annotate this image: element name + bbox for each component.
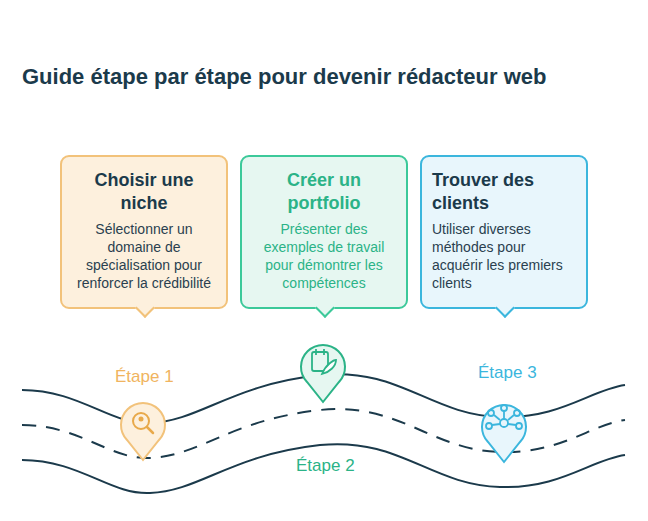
step-label: Étape 2: [296, 456, 355, 476]
callout-heading: Choisir une niche: [72, 169, 216, 216]
step-callout-box: Choisir une nicheSélectionner un domaine…: [60, 155, 228, 309]
callout-heading: Trouver des clients: [432, 169, 576, 216]
callout-pointer: [135, 298, 155, 318]
callout-pointer: [495, 298, 515, 318]
step-callout-box: Trouver des clientsUtiliser diverses mét…: [420, 155, 588, 309]
callout-body: Sélectionner un domaine de spécialisatio…: [72, 220, 216, 293]
pin-marker: [121, 403, 165, 460]
callout-body: Utiliser diverses méthodes pour acquérir…: [432, 220, 576, 293]
step-callout-box: Créer un portfolioPrésenter des exemples…: [240, 155, 408, 309]
callout-body: Présenter des exemples de travail pour d…: [252, 220, 396, 293]
pin-marker: [482, 405, 526, 462]
callout-pointer: [315, 298, 335, 318]
step-label: Étape 1: [115, 367, 174, 387]
road-edge: [22, 444, 625, 493]
pin-marker: [301, 345, 345, 402]
callout-heading: Créer un portfolio: [252, 169, 396, 216]
diagram-title: Guide étape par étape pour devenir rédac…: [22, 64, 547, 90]
step-label: Étape 3: [478, 363, 537, 383]
road-centerline: [22, 409, 625, 458]
